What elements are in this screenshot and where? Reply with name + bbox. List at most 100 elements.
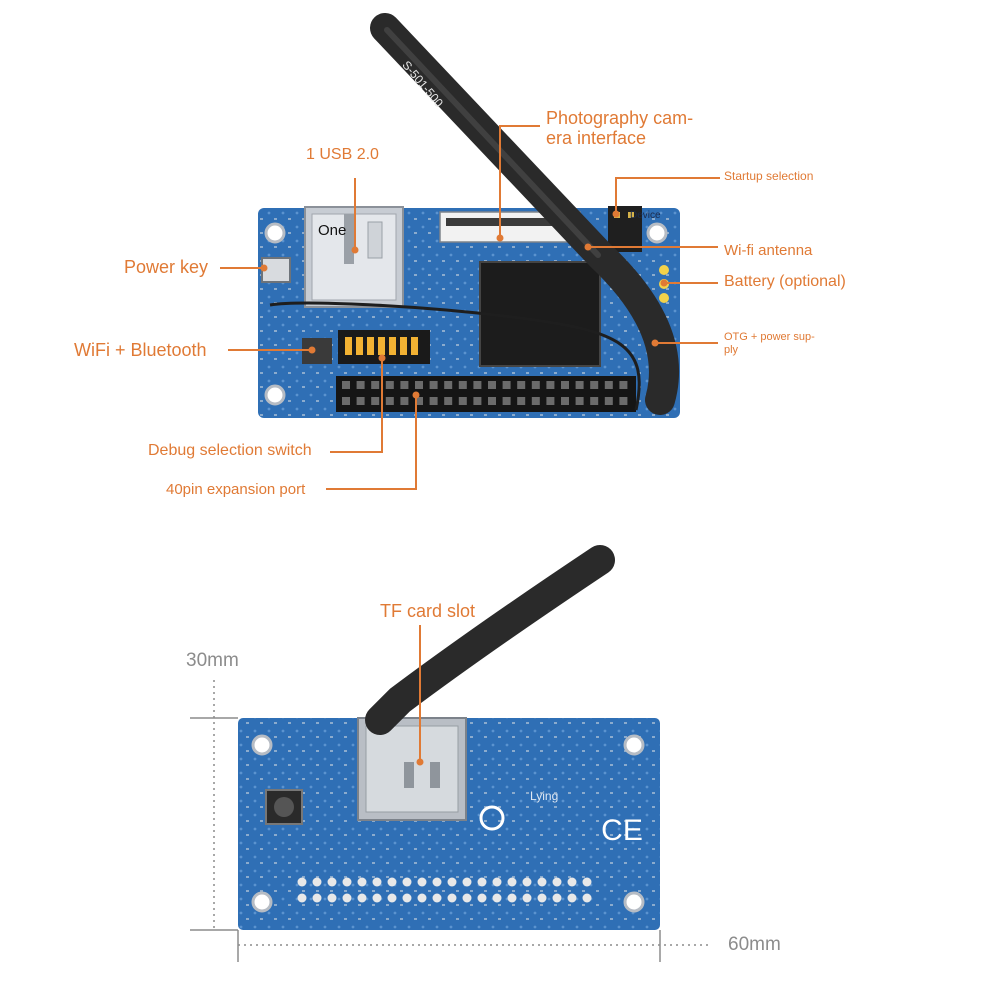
label-otg-line2: ply <box>724 344 739 356</box>
header-pin <box>458 397 467 405</box>
header-pin <box>429 381 438 389</box>
header-pad <box>342 877 352 887</box>
header-pad <box>357 877 367 887</box>
header-pad <box>297 893 307 903</box>
header-pad <box>552 893 562 903</box>
dimension-ticks <box>190 717 661 962</box>
header-pad <box>327 877 337 887</box>
header-pad <box>402 877 412 887</box>
header-pin <box>517 397 526 405</box>
header-pad <box>387 893 397 903</box>
header-pin <box>488 397 496 405</box>
label-wifi-antenna: Wi-fi antenna <box>724 242 813 259</box>
header-pin <box>371 381 380 389</box>
header-pad <box>507 893 517 903</box>
header-pad <box>372 893 382 903</box>
header-pad <box>447 893 457 903</box>
header-pad <box>327 893 337 903</box>
header-pin <box>488 381 496 389</box>
header-pin <box>531 381 540 389</box>
header-pin <box>517 381 526 389</box>
label-usb: 1 USB 2.0 <box>306 146 379 163</box>
header-pin <box>458 381 467 389</box>
header-pin <box>356 381 365 389</box>
header-pin <box>502 381 511 389</box>
header-pin <box>561 397 569 405</box>
dimension-lines <box>213 680 712 946</box>
header-pad <box>417 893 427 903</box>
dimension-height: 30mm <box>186 650 239 671</box>
header-pin <box>604 381 613 389</box>
label-power-key: Power key <box>124 257 209 277</box>
header-pad <box>312 877 322 887</box>
header-pad <box>477 893 487 903</box>
header-pad <box>357 893 367 903</box>
header-pin <box>342 381 350 389</box>
svg-text:CE: CE <box>601 814 643 847</box>
antenna-wire <box>269 301 641 411</box>
header-pin <box>619 397 628 405</box>
header-pin <box>429 397 438 405</box>
header-pad <box>522 877 532 887</box>
antenna-cable <box>370 13 679 415</box>
leader-lines-top <box>220 125 720 490</box>
header-pin <box>604 397 613 405</box>
header-pin <box>385 397 394 405</box>
header-pad <box>537 893 547 903</box>
label-usb-count: One <box>318 222 347 239</box>
header-pin <box>473 397 482 405</box>
header-pad <box>372 877 382 887</box>
label-camera-line1: Photography cam- <box>546 108 694 128</box>
header-pin <box>575 381 584 389</box>
label-wifi-bluetooth: WiFi + Bluetooth <box>74 340 207 360</box>
label-lying: Lying <box>530 789 559 803</box>
header-pin <box>575 397 584 405</box>
header-pad <box>492 893 502 903</box>
header-pin <box>502 397 511 405</box>
header-pad <box>582 877 592 887</box>
label-camera-line2: era interface <box>546 128 647 148</box>
header-pad <box>477 877 487 887</box>
header-pad <box>552 877 562 887</box>
header-pin <box>415 397 423 405</box>
header-pad <box>507 877 517 887</box>
label-device: Device <box>630 210 661 221</box>
header-pad <box>522 893 532 903</box>
header-pin <box>400 397 409 405</box>
header-pin <box>356 397 365 405</box>
header-pad <box>402 893 412 903</box>
bottom-pcb: CE <box>238 718 660 930</box>
label-expansion-port: 40pin expansion port <box>166 481 306 498</box>
soc-chip <box>479 261 601 367</box>
header-pin <box>546 381 555 389</box>
label-startup: Startup selection <box>724 169 814 183</box>
header-pin <box>546 397 555 405</box>
header-pad <box>342 893 352 903</box>
header-pin <box>561 381 569 389</box>
header-pad <box>297 877 307 887</box>
label-otg-line1: OTG + power sup- <box>724 331 815 343</box>
header-pin <box>385 381 394 389</box>
header-pin <box>444 397 453 405</box>
header-pad <box>387 877 397 887</box>
header-pad <box>492 877 502 887</box>
header-pad <box>432 893 442 903</box>
label-tf-slot: TF card slot <box>380 601 476 621</box>
header-pin <box>415 381 423 389</box>
tf-card-slot <box>357 717 467 821</box>
header-pad <box>417 877 427 887</box>
header-pad <box>567 893 577 903</box>
header-pad <box>537 877 547 887</box>
header-pin <box>342 397 350 405</box>
dimension-width: 60mm <box>728 934 781 955</box>
header-pin <box>371 397 380 405</box>
header-pin <box>400 381 409 389</box>
header-pad <box>462 877 472 887</box>
header-pin <box>531 397 540 405</box>
header-pad <box>567 877 577 887</box>
label-debug-switch: Debug selection switch <box>148 442 312 459</box>
header-pin <box>590 381 599 389</box>
antenna-cable-bottom <box>365 545 615 735</box>
